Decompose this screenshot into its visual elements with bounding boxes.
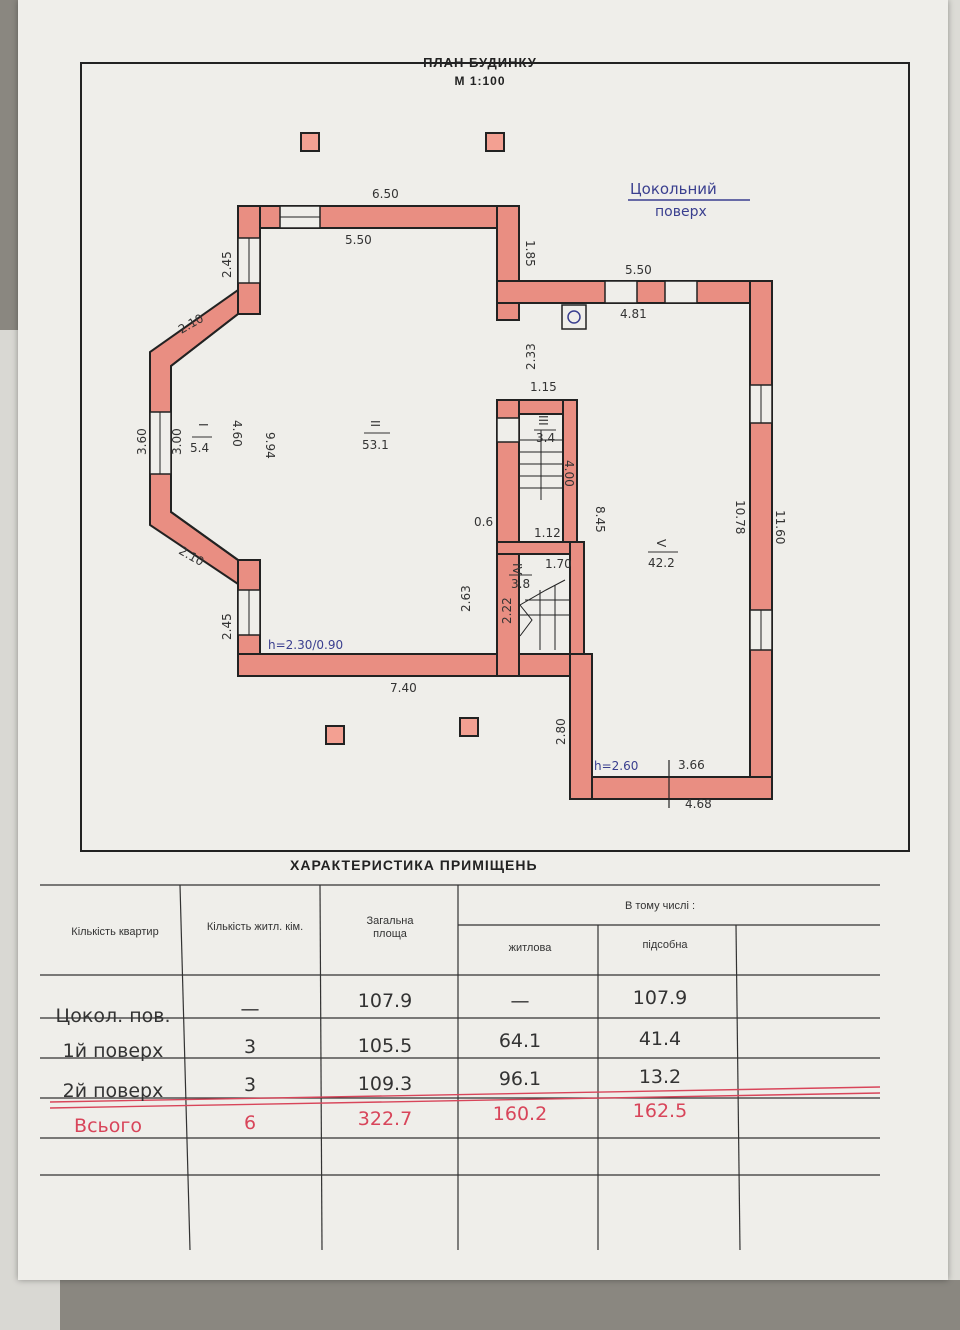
header-including: В тому числі : [624,900,696,912]
row-rooms: 3 [243,1036,257,1058]
door [496,417,520,443]
row-total: 107.9 [357,990,413,1012]
room-number: I [196,423,210,427]
dimension-label: 2.45 [220,251,234,278]
floor-label: Цокольний [630,180,717,198]
row-living-total: 160.2 [492,1103,548,1125]
room-area: 42.2 [648,556,675,570]
room-labels: I 5.4 II 53.1 III 3.4 IV 3.8 V 42.2 [190,415,678,591]
row-label: 2й поверх [62,1080,164,1102]
row-aux-total: 162.5 [632,1100,688,1122]
height-label: h=2.60 [594,759,638,773]
row-aux: 41.4 [638,1028,682,1050]
header-rooms: Кількість житл. кім. [206,921,304,933]
stairs [519,430,570,650]
dimension-label: 9.94 [263,432,277,459]
room-number: V [654,539,668,548]
dimension-label: 0.6 [474,515,493,529]
room-number: IV [510,563,524,576]
dimension-label: 11.60 [773,510,787,544]
room-number: III [536,415,550,426]
room-number: II [368,420,382,427]
row-living: 96.1 [498,1068,542,1090]
dimension-label: 1.70 [545,557,572,571]
plan-scale: М 1:100 [454,74,506,88]
row-living: — [510,990,530,1012]
plan-frame [80,62,910,852]
dimension-label: 4.68 [685,797,712,811]
dimension-label: 2.33 [524,343,538,370]
dimension-label: 2.45 [220,613,234,640]
dimension-label: 8.45 [593,506,607,533]
column-marker [300,132,320,152]
header-living: житлова [508,942,552,954]
dimension-label: 6.50 [372,187,399,201]
header-apartments: Кількість квартир [71,926,159,938]
dimension-label: 1.12 [534,526,561,540]
floor-label-2: поверх [655,204,707,220]
dimension-label: 2.63 [459,585,473,612]
header-total-area: Загальна площа [366,915,414,940]
row-aux: 13.2 [638,1066,682,1088]
row-living: 64.1 [498,1030,542,1052]
row-rooms: — [240,998,260,1020]
dimension-label: 3.60 [135,428,149,455]
row-label: Цокол. пов. [55,1005,171,1027]
row-rooms: 3 [243,1074,257,1096]
dimension-label: 5.50 [625,263,652,277]
plan-title: ПЛАН БУДИНКУ [423,55,537,70]
row-aux: 107.9 [632,987,688,1009]
dimension-label: 10.78 [733,500,747,534]
room-area: 3.4 [536,431,555,445]
dimension-label: 3.66 [678,758,705,772]
column-marker [459,717,479,737]
dimension-label: 3.00 [170,428,184,455]
floor-plan: Цокольний поверх 6.50 5.50 5.50 4.81 1.1… [135,132,787,811]
window [604,280,638,304]
dimension-label: 1.85 [523,240,537,267]
row-total: 105.5 [357,1035,413,1057]
row-total-total: 322.7 [357,1108,413,1130]
header-auxiliary: підсобна [642,939,688,951]
row-label-total: Всього [74,1115,142,1137]
dimension-label: 2.80 [554,718,568,745]
row-label: 1й поверх [62,1040,164,1062]
vertical-dimension-labels: 2.45 1.85 4.60 3.60 3.00 9.94 2.33 4.00 … [135,240,787,745]
table-grid [40,884,881,1251]
room-area: 3.8 [511,577,530,591]
room-area: 53.1 [362,438,389,452]
dimension-label: 5.50 [345,233,372,247]
table-title: ХАРАКТЕРИСТИКА ПРИМІЩЕНЬ [290,857,538,873]
column-marker [325,725,345,745]
column-marker [485,132,505,152]
row-total: 109.3 [357,1073,413,1095]
boiler-symbol [561,304,587,330]
dimension-label: 4.81 [620,307,647,321]
dimension-label: 4.00 [562,460,576,487]
dimension-label: 2.22 [500,597,514,624]
room-area: 5.4 [190,441,209,455]
dimension-label: 1.15 [530,380,557,394]
row-rooms-total: 6 [243,1112,257,1134]
window [664,280,698,304]
dimension-label: 4.60 [230,420,244,447]
height-label: h=2.30/0.90 [268,638,343,652]
dimension-label: 7.40 [390,681,417,695]
